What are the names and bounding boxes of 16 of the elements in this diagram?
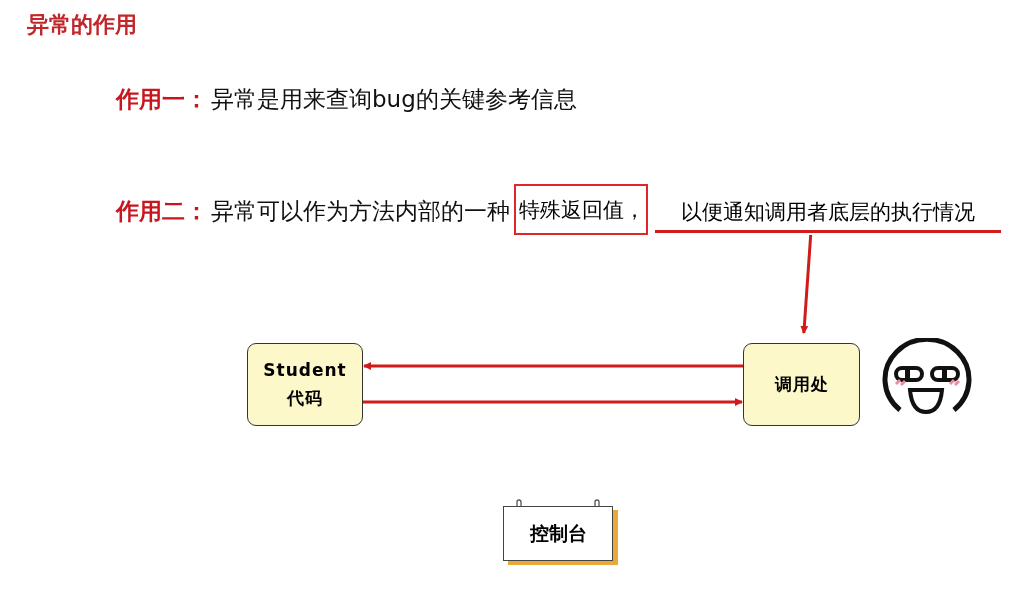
point-heading: 作用二： — [116, 197, 208, 226]
underlined-text-label: 以便通知调用者底层的执行情况 — [681, 198, 975, 226]
node-label: 控制台 — [529, 520, 587, 546]
highlighted-text — [514, 184, 648, 235]
process-box — [743, 343, 860, 426]
arrow — [363, 398, 743, 406]
node-label: 调用处 — [773, 372, 830, 396]
slide-title: 异常的作用 — [27, 11, 137, 39]
arrow — [800, 234, 813, 334]
point-heading: 作用一： — [116, 85, 208, 114]
point-text: 异常可以作为方法内部的一种 — [211, 197, 510, 226]
arrow — [363, 362, 743, 370]
point-text: 异常是用来查询bug的关键参考信息 — [211, 85, 577, 114]
highlighted-text-label: 特殊返回值， — [519, 196, 645, 224]
node-label: Student 代码 — [262, 359, 348, 410]
process-box — [247, 343, 363, 426]
